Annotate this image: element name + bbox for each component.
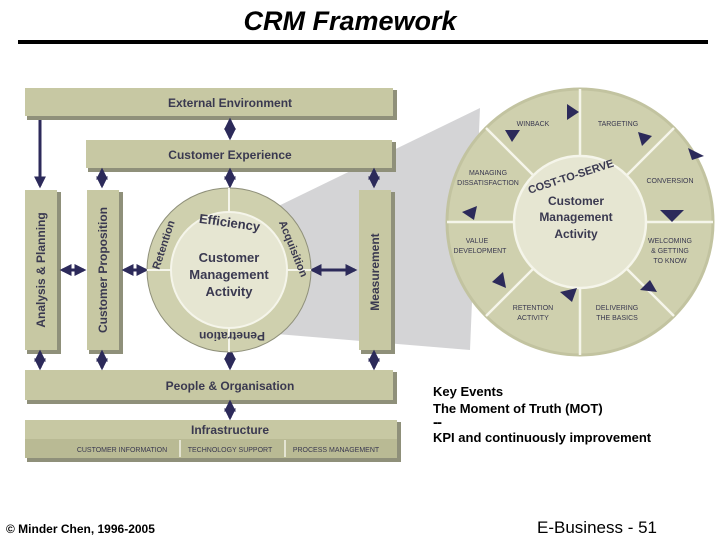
triangle-managing xyxy=(505,130,520,142)
triangle-conversion xyxy=(688,148,704,160)
infrastructure-label: Infrastructure xyxy=(191,423,269,437)
analysis-planning-box xyxy=(25,190,57,350)
measurement-box xyxy=(359,190,391,350)
notes-kpi: KPI and continuously improvement xyxy=(433,430,652,445)
segment-value-line2: DEVELOPMENT xyxy=(454,248,508,255)
copyright-text: © Minder Chen, 1996-2005 xyxy=(6,522,155,536)
infra-sub-technology-support: TECHNOLOGY SUPPORT xyxy=(188,447,273,454)
big-circle-center-line3: Activity xyxy=(554,227,598,241)
triangle-welcoming xyxy=(660,210,684,222)
notes-dash: -- xyxy=(433,414,442,431)
triangle-winback xyxy=(567,104,579,120)
analysis-planning-label: Analysis & Planning xyxy=(34,212,48,327)
customer-experience-label: Customer Experience xyxy=(168,148,292,162)
infra-sub-customer-information: CUSTOMER INFORMATION xyxy=(77,447,167,454)
customer-proposition-label: Customer Proposition xyxy=(96,207,110,333)
segment-targeting: TARGETING xyxy=(598,121,638,128)
notes-key-events: Key Events xyxy=(433,384,504,399)
customer-experience-box xyxy=(86,140,392,168)
triangle-retention xyxy=(492,272,506,288)
title-rule xyxy=(18,40,708,44)
triangle-targeting xyxy=(638,132,652,146)
segment-welcoming-line2: & GETTING xyxy=(651,248,689,255)
customer-proposition-box xyxy=(87,190,119,350)
triangle-value xyxy=(462,206,477,220)
segment-delivering-line1: DELIVERING xyxy=(596,305,638,312)
segment-delivering-line2: THE BASICS xyxy=(596,315,638,322)
small-circle-center-line2: Management xyxy=(189,267,269,282)
external-environment-box xyxy=(25,88,393,116)
segment-managing-line2: DISSATISFACTION xyxy=(457,180,519,187)
page-number: E-Business - 51 xyxy=(537,518,657,537)
segment-welcoming-line3: TO KNOW xyxy=(653,258,687,265)
small-circle-penetration: Penetration xyxy=(199,329,265,343)
segment-retention-line1: RETENTION xyxy=(513,305,553,312)
big-circle: COST-TO-SERVE Customer Management Activi… xyxy=(445,87,715,357)
page-title: CRM Framework xyxy=(243,6,457,36)
notes-block: Key Events The Moment of Truth (MOT) -- … xyxy=(433,383,651,446)
segment-conversion: CONVERSION xyxy=(646,178,693,185)
triangle-retention-bottom xyxy=(560,288,577,302)
measurement-label: Measurement xyxy=(368,233,382,310)
segment-welcoming-line1: WELCOMING xyxy=(648,238,692,245)
big-circle-center-line1: Customer xyxy=(548,194,604,208)
small-circle-center-line1: Customer xyxy=(199,250,260,265)
big-circle-center-line2: Management xyxy=(539,210,612,224)
segment-retention-line2: ACTIVITY xyxy=(517,315,549,322)
segment-value-line1: VALUE xyxy=(466,238,489,245)
segment-managing-line1: MANAGING xyxy=(469,170,507,177)
people-organisation-label: People & Organisation xyxy=(166,379,295,393)
triangle-delivering xyxy=(640,280,657,292)
small-circle: Customer Management Activity Efficiency … xyxy=(146,187,312,353)
notes-mot: The Moment of Truth (MOT) xyxy=(433,401,603,416)
infra-sub-process-management: PROCESS MANAGEMENT xyxy=(293,447,380,454)
small-circle-center-line3: Activity xyxy=(206,284,254,299)
external-environment-label: External Environment xyxy=(168,96,292,110)
people-organisation-box xyxy=(25,370,393,400)
arrows xyxy=(34,117,380,421)
segment-winback: WINBACK xyxy=(517,121,550,128)
